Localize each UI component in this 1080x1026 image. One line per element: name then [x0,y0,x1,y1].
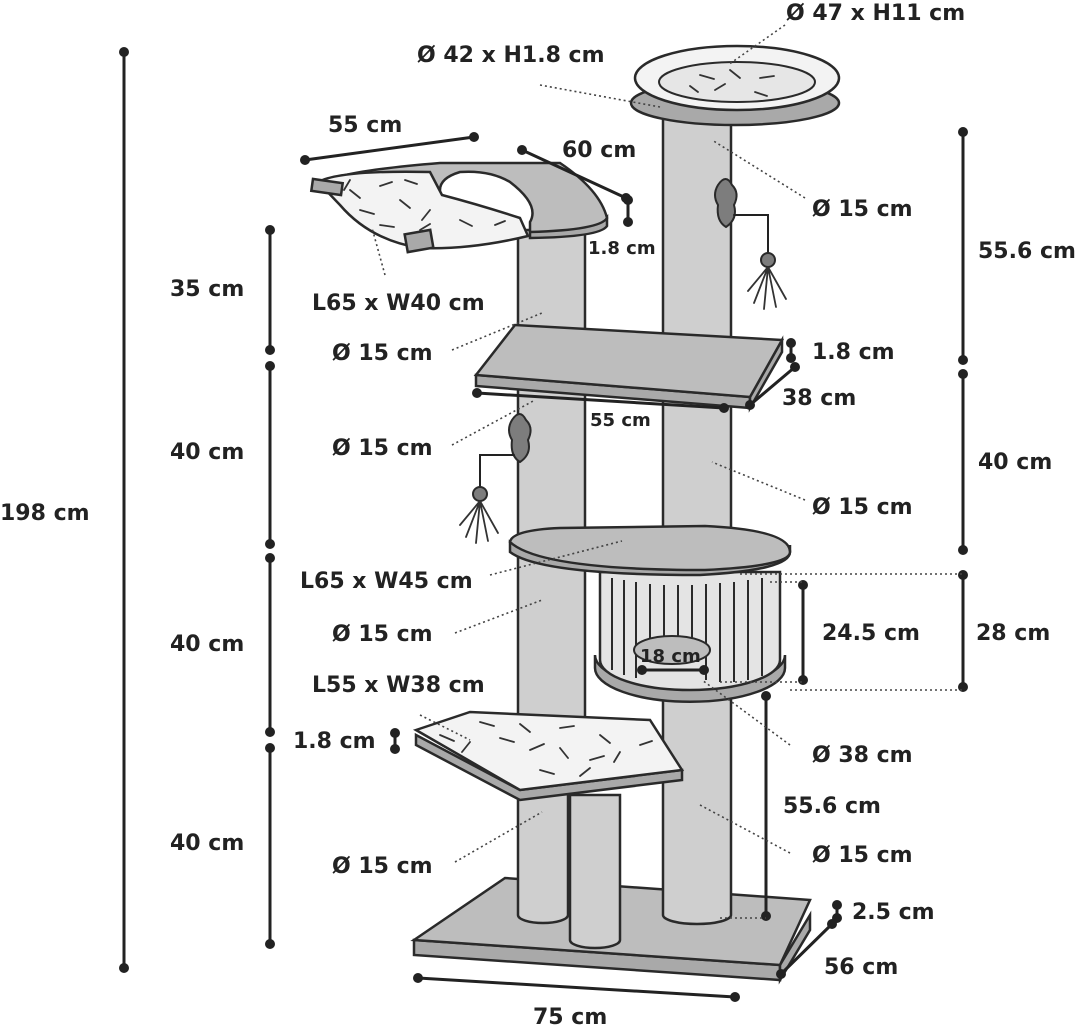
post-bottom-right [661,678,733,926]
label-height-bottom-right: 55.6 cm [783,794,881,819]
label-condo-inner-height: 24.5 cm [822,621,920,646]
posts [516,110,733,950]
label-hammock-size: L65 x W40 cm [312,291,485,316]
label-height-40-b: 40 cm [170,632,244,657]
label-step-thickness: 1.8 cm [293,729,376,754]
label-shelf-depth: 38 cm [782,386,856,411]
label-post-upper-left: Ø 15 cm [332,341,433,366]
step-shelf [412,710,685,802]
label-platform-size: L65 x W45 cm [300,569,473,594]
label-hammock-thickness: 1.8 cm [588,238,656,259]
label-post-bottom-right: Ø 15 cm [812,843,913,868]
dimension-lines [119,47,968,1002]
label-hammock-width: 55 cm [328,113,402,138]
label-base-width: 75 cm [533,1005,607,1026]
label-bed-size: Ø 47 x H11 cm [786,1,965,26]
toy-middle [459,413,532,544]
label-height-40-a: 40 cm [170,440,244,465]
post-lower-left [516,553,587,722]
label-post-top-right: Ø 15 cm [812,197,913,222]
condo [593,570,787,703]
label-hammock-depth: 60 cm [562,138,636,163]
label-post-bottom-left: Ø 15 cm [332,854,433,879]
label-step-size: L55 x W38 cm [312,673,485,698]
label-height-35: 35 cm [170,277,244,302]
label-total-height: 198 cm [0,501,90,526]
label-height-40-right: 40 cm [978,450,1052,475]
label-height-top-right: 55.6 cm [978,239,1076,264]
label-condo-height: 28 cm [976,621,1050,646]
label-post-mid-right: Ø 15 cm [812,495,913,520]
label-bed-base: Ø 42 x H1.8 cm [417,43,605,68]
label-condo-diameter: Ø 38 cm [812,743,913,768]
post-bottom-center [568,793,622,950]
label-base-thickness: 2.5 cm [852,900,935,925]
label-condo-opening: 18 cm [640,646,701,667]
upper-shelf [473,323,785,413]
label-post-lower-left: Ø 15 cm [332,622,433,647]
post-bottom-left [516,788,570,925]
hammock [309,161,609,254]
leader-lines [371,24,806,863]
label-shelf-thickness: 1.8 cm [812,340,895,365]
middle-platform [508,524,792,577]
label-post-mid-left: Ø 15 cm [332,436,433,461]
toy-top [714,178,787,310]
label-height-40-c: 40 cm [170,831,244,856]
top-bed [629,44,841,127]
label-shelf-width: 55 cm [590,410,651,431]
post-top-right [661,110,733,369]
label-base-depth: 56 cm [824,955,898,980]
